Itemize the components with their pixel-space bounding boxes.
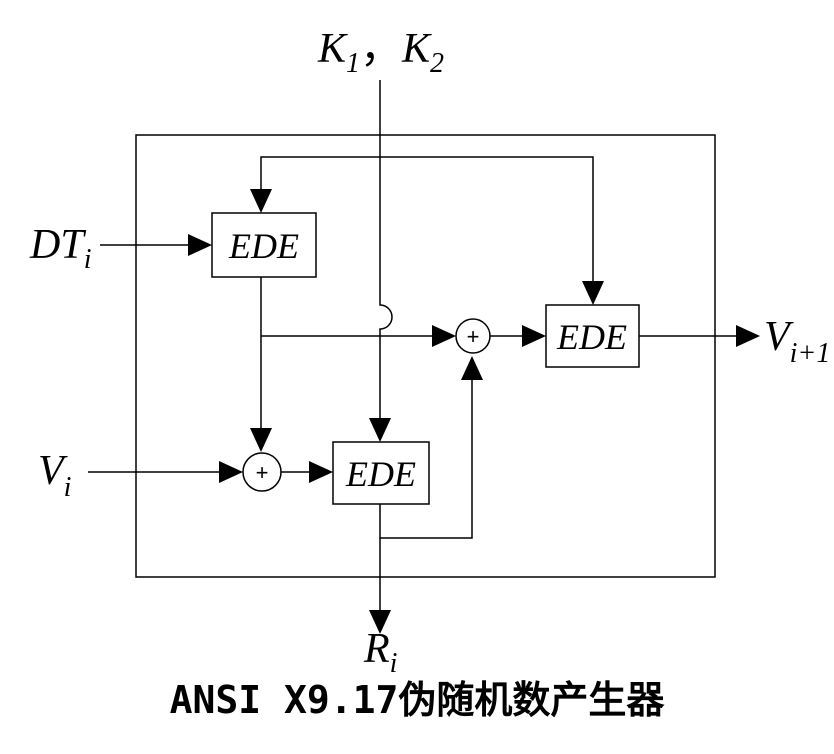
dt-label: DTi [29, 222, 91, 275]
feedback-line [260, 156, 594, 281]
dt-base: DT [29, 222, 86, 268]
r-sub: i [390, 648, 398, 679]
key-line [379, 80, 393, 418]
v-arrowhead [219, 461, 243, 483]
outer-frame [135, 134, 716, 578]
diagram-caption: ANSI X9.17伪随机数产生器 [169, 678, 665, 722]
k1-sub: 1 [346, 48, 360, 79]
vnext-base: V [764, 314, 794, 360]
k2-sub: 2 [430, 48, 444, 79]
xor-top: + [455, 318, 491, 354]
r-base: R [363, 626, 390, 672]
v-base: V [38, 448, 68, 494]
xor-bottom: + [242, 452, 282, 492]
ede-block-top-left-label: EDE [228, 226, 299, 266]
k2-base: K [401, 26, 432, 72]
xor-top-out-arrowhead [522, 325, 546, 347]
ede-block-right-label: EDE [556, 317, 627, 357]
k1-base: K [317, 26, 348, 72]
ede2-feedback-line [379, 380, 473, 539]
ede-block-right: EDE [545, 304, 640, 368]
vnext-sub: i+1 [790, 338, 831, 369]
feedback-arrowhead-left [250, 189, 272, 213]
dt-arrowhead [188, 234, 212, 256]
vnext-arrowhead [736, 325, 760, 347]
xor-bottom-symbol: + [256, 460, 269, 485]
v-sub: i [64, 472, 72, 503]
r-arrowhead [369, 610, 391, 634]
dt-sub: i [84, 244, 92, 275]
keys-separator: ， [360, 26, 402, 72]
vnext-label: Vi+1 [764, 314, 830, 369]
ede-block-bottom: EDE [332, 441, 430, 505]
v-label: Vi [38, 448, 71, 503]
ede-block-bottom-label: EDE [345, 454, 416, 494]
ede2-feedback-arrowhead [461, 356, 483, 380]
r-label: Ri [363, 626, 397, 679]
xor-bottom-out-arrowhead [309, 461, 333, 483]
feedback-arrowhead-right [582, 281, 604, 305]
ede1-branch-arrowhead [432, 325, 456, 347]
xor-top-symbol: + [467, 324, 480, 349]
ede-block-top-left: EDE [211, 212, 317, 278]
key-arrowhead [369, 418, 391, 442]
ede1-down-arrowhead [250, 428, 272, 452]
keys-label: K1，K2 [317, 26, 444, 79]
